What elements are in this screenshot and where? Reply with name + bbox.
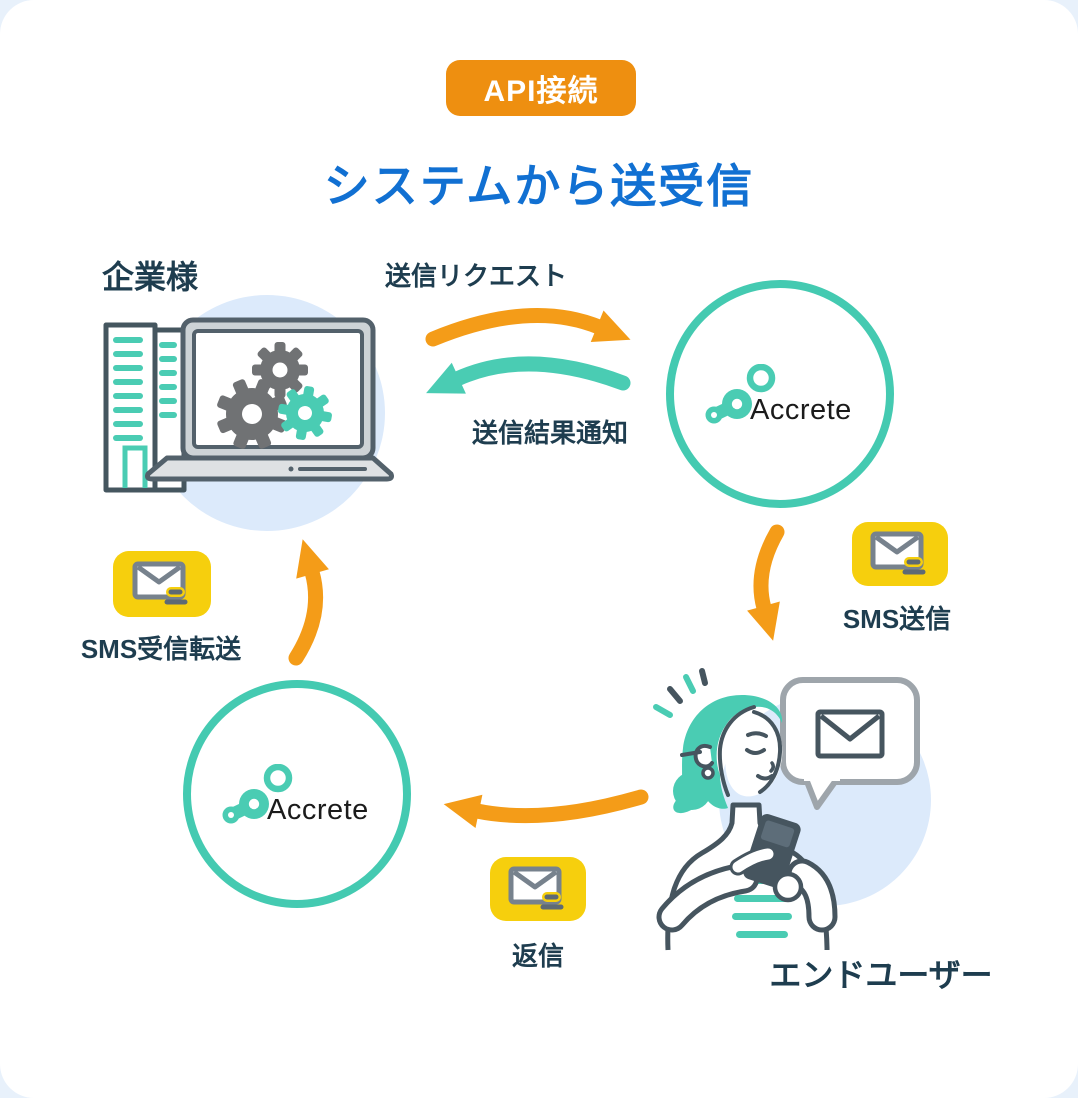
accrete-node-bottom: Accrete [183, 680, 411, 908]
sms-send-arrow [747, 524, 785, 641]
page-title: システムから送受信 [323, 160, 755, 212]
end-user-illustration [653, 668, 931, 951]
gear-icon [278, 386, 332, 440]
mail-icon [870, 531, 926, 575]
reply-arrow [443, 789, 649, 829]
send-result-arrow [426, 356, 631, 394]
end-user-label: エンドユーザー [769, 957, 993, 993]
send-result-label: 送信結果通知 [471, 418, 628, 448]
gear-icon [217, 379, 287, 449]
company-illustration [103, 295, 394, 531]
surprise-marks [653, 668, 708, 718]
accrete-brand-text: Accrete [750, 394, 852, 426]
building-door [122, 445, 148, 488]
sms-send-mail-badge [852, 522, 948, 586]
accrete-logo-icon [222, 764, 293, 824]
sms-forward-label: SMS受信転送 [80, 634, 242, 664]
api-connection-badge-label: API接続 [483, 75, 599, 108]
gear-icon [252, 342, 308, 398]
company-label: 企業様 [102, 259, 199, 295]
mail-icon [508, 866, 564, 910]
person [653, 668, 838, 951]
sms-forward-mail-badge [113, 551, 211, 617]
earring [701, 766, 715, 780]
mail-icon [132, 561, 188, 605]
accrete-node-top: Accrete [666, 280, 894, 508]
send-request-arrow [425, 307, 631, 347]
speech-bubble [780, 677, 920, 810]
send-request-label: 送信リクエスト [384, 261, 567, 291]
hair [673, 695, 783, 814]
request-result-arrows [425, 307, 631, 394]
sms-forward-arrow [288, 539, 329, 666]
ear [693, 744, 714, 769]
sms-send-label: SMS送信 [842, 604, 952, 634]
accrete-brand-text: Accrete [267, 794, 369, 826]
reply-label: 返信 [511, 941, 564, 971]
reply-mail-badge [490, 857, 586, 921]
building-windows [113, 337, 177, 441]
face-features [745, 731, 776, 781]
accrete-logo-icon [705, 364, 776, 424]
api-connection-badge: API接続 [446, 60, 636, 116]
envelope-icon [815, 709, 885, 759]
